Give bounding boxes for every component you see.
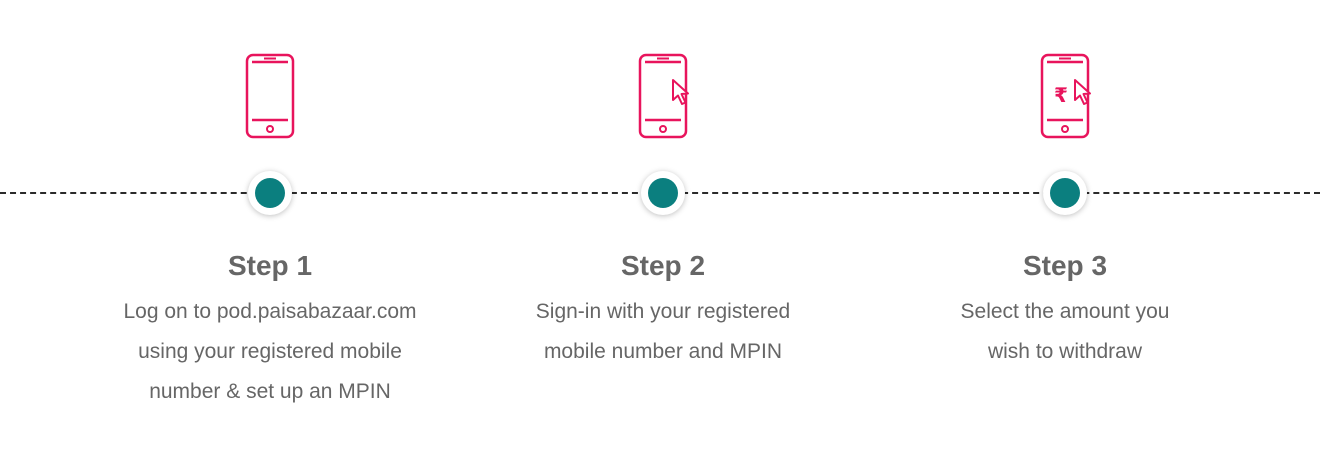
step-2-marker <box>641 171 685 215</box>
step-3-line: Select the amount you <box>960 300 1170 323</box>
step-3: ₹ Step 3 Select the amount you wish to w… <box>865 0 1265 450</box>
mobile-phone-icon <box>245 53 295 139</box>
step-1-line: number & set up an MPIN <box>149 380 391 403</box>
step-1-line: Log on to pod.paisabazaar.com <box>123 300 417 323</box>
step-3-title: Step 3 <box>1022 250 1108 281</box>
step-1: Step 1 Log on to pod.paisabazaar.com usi… <box>70 0 470 450</box>
step-1-line: using your registered mobile <box>138 340 402 363</box>
step-2-title: Step 2 <box>620 250 706 281</box>
step-2: Step 2 Sign-in with your registered mobi… <box>463 0 863 450</box>
step-1-marker <box>248 171 292 215</box>
step-1-title: Step 1 <box>227 250 313 281</box>
step-3-marker <box>1043 171 1087 215</box>
step-3-description: Select the amount you wish to withdraw <box>865 292 1265 372</box>
step-2-line: mobile number and MPIN <box>543 340 783 363</box>
mobile-phone-cursor-icon <box>638 53 689 139</box>
mobile-phone-rupee-cursor-icon: ₹ <box>1040 53 1091 139</box>
step-1-description: Log on to pod.paisabazaar.com using your… <box>70 292 470 412</box>
step-2-description: Sign-in with your registered mobile numb… <box>463 292 863 372</box>
step-3-line: wish to withdraw <box>987 340 1143 363</box>
step-2-line: Sign-in with your registered <box>535 300 791 323</box>
rupee-symbol: ₹ <box>1054 83 1068 107</box>
